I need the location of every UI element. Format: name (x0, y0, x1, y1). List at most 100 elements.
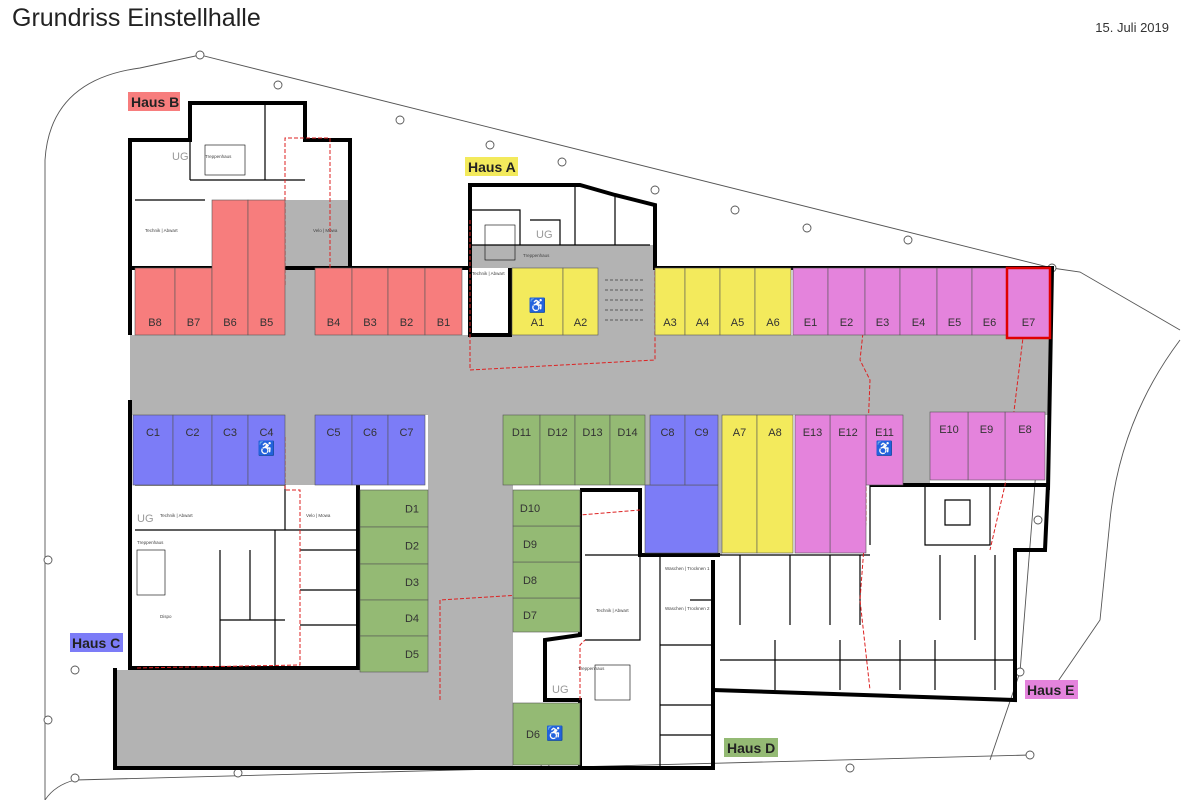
parking-spot-d4[interactable]: D4 (359, 599, 429, 637)
parking-spot-a4[interactable]: A4 (684, 267, 721, 336)
parking-spot-fill (134, 267, 176, 336)
parking-spot-d1[interactable]: D1 (359, 489, 429, 528)
plan-date: 15. Juli 2019 (1095, 20, 1169, 35)
parking-spot-d14[interactable]: D14 (609, 414, 646, 486)
parking-spot-label: D13 (582, 427, 602, 439)
parking-spot-fill (132, 414, 174, 486)
parking-spot-d3[interactable]: D3 (359, 563, 429, 601)
parking-spot-fill (211, 414, 249, 486)
parking-spot-b6[interactable]: B6 (211, 199, 249, 336)
parking-spot-c1[interactable]: C1 (132, 414, 174, 486)
parking-spot-d5[interactable]: D5 (359, 635, 429, 673)
parking-spot-e10[interactable]: E10 (929, 411, 969, 481)
boundary-marker (395, 115, 405, 125)
parking-spot-c5[interactable]: C5 (314, 414, 353, 486)
parking-spot-fill (502, 414, 541, 486)
parking-spot-fill (684, 414, 719, 486)
parking-spot-e11[interactable]: E11♿ (865, 414, 904, 486)
parking-spot-b3[interactable]: B3 (351, 267, 389, 336)
parking-spot-d13[interactable]: D13 (574, 414, 611, 486)
parking-spot-e13[interactable]: E13 (794, 414, 831, 554)
parking-spot-c2[interactable]: C2 (172, 414, 213, 486)
driveway-area (903, 415, 930, 485)
room-treppenhaus-c: Treppenhaus (137, 540, 164, 545)
parking-spot-label: A3 (663, 317, 676, 329)
boundary-marker (233, 768, 243, 778)
parking-spot-d7[interactable]: D7 (512, 597, 581, 633)
parking-spot-label: A8 (768, 427, 781, 439)
parking-spot-d6[interactable]: D6♿ (512, 702, 581, 766)
parking-spot-d9[interactable]: D9 (512, 525, 581, 563)
parking-spot-label: D10 (520, 503, 540, 515)
parking-spot-e6[interactable]: E6 (971, 267, 1008, 336)
parking-spot-b8[interactable]: B8 (134, 267, 176, 336)
parking-spot-label: D8 (523, 575, 537, 587)
parking-spot-d10[interactable]: D10 (512, 489, 581, 527)
parking-spot-c8[interactable]: C8 (649, 414, 686, 486)
parking-spot-label: C8 (660, 427, 674, 439)
parking-spot-fill (721, 414, 758, 554)
parking-spot-a3[interactable]: A3 (654, 267, 686, 336)
boundary-marker (1025, 750, 1035, 760)
parking-spot-label: C5 (326, 427, 340, 439)
parking-spot-a8[interactable]: A8 (756, 414, 794, 554)
parking-spot-e9[interactable]: E9 (967, 411, 1006, 481)
parking-spot-e2[interactable]: E2 (827, 267, 866, 336)
parking-spot-label: A2 (574, 317, 587, 329)
parking-spot-a2[interactable]: A2 (562, 267, 599, 336)
parking-spot-e5[interactable]: E5 (936, 267, 973, 336)
parking-spot-label: D12 (547, 427, 567, 439)
parking-spot-fill (794, 414, 831, 554)
parking-spot-c4[interactable]: C4♿ (247, 414, 286, 486)
parking-spot-c3[interactable]: C3 (211, 414, 249, 486)
parking-spot-fill (512, 702, 581, 766)
parking-spot-e4[interactable]: E4 (899, 267, 938, 336)
parking-spot-fill (864, 267, 901, 336)
house-label-background (724, 738, 778, 757)
parking-spot-fill (359, 563, 429, 601)
parking-spot-c9[interactable]: C9 (684, 414, 719, 486)
parking-spot-d11[interactable]: D11 (502, 414, 541, 486)
room-waschen-2: Waschen | Trocknen 2 (665, 606, 710, 611)
parking-spot-label: B7 (187, 317, 200, 329)
house-label-background (465, 157, 518, 176)
parking-spot-a6[interactable]: A6 (754, 267, 792, 336)
parking-spot-fill (211, 199, 249, 336)
parking-spot-a7[interactable]: A7 (721, 414, 758, 554)
parking-spot-e1[interactable]: E1 (792, 267, 829, 336)
house-label-b: Haus B (131, 94, 179, 110)
parking-spot-e8[interactable]: E8 (1004, 411, 1046, 481)
parking-spot-e7[interactable]: E7 (1005, 266, 1052, 340)
parking-spot-a1[interactable]: A1♿ (511, 267, 564, 336)
parking-spot-e3[interactable]: E3 (864, 267, 901, 336)
parking-spot-fill (719, 267, 756, 336)
boundary-marker (195, 50, 205, 60)
parking-spot-b7[interactable]: B7 (174, 267, 213, 336)
parking-spot-b1[interactable]: B1 (424, 267, 463, 336)
parking-spot-label: E9 (980, 424, 993, 436)
parking-spot-b5[interactable]: B5 (247, 199, 286, 336)
house-label-a: Haus A (468, 159, 516, 175)
parking-spot-e12[interactable]: E12 (829, 414, 867, 554)
parking-spot-label: A5 (731, 317, 744, 329)
parking-spot-fill (971, 267, 1008, 336)
parking-spot-label: B2 (400, 317, 413, 329)
parking-spot-c7[interactable]: C7 (387, 414, 426, 486)
parking-spot-a5[interactable]: A5 (719, 267, 756, 336)
parking-spot-label: B4 (327, 317, 340, 329)
parking-spot-d8[interactable]: D8 (512, 561, 581, 599)
parking-spot-c6[interactable]: C6 (351, 414, 389, 486)
boundary-marker (903, 235, 913, 245)
wheelchair-icon: ♿ (546, 725, 563, 742)
parking-spot-d12[interactable]: D12 (539, 414, 576, 486)
parking-spot-b2[interactable]: B2 (387, 267, 426, 336)
boundary-marker (802, 223, 812, 233)
parking-spot-d2[interactable]: D2 (359, 526, 429, 565)
parking-spot-fill (649, 414, 686, 486)
parking-spot-fill (792, 267, 829, 336)
parking-spot-label: A1 (531, 317, 544, 329)
parking-spot-label: E5 (948, 317, 961, 329)
parking-spot-fill (829, 414, 867, 554)
parking-spot-b4[interactable]: B4 (314, 267, 353, 336)
